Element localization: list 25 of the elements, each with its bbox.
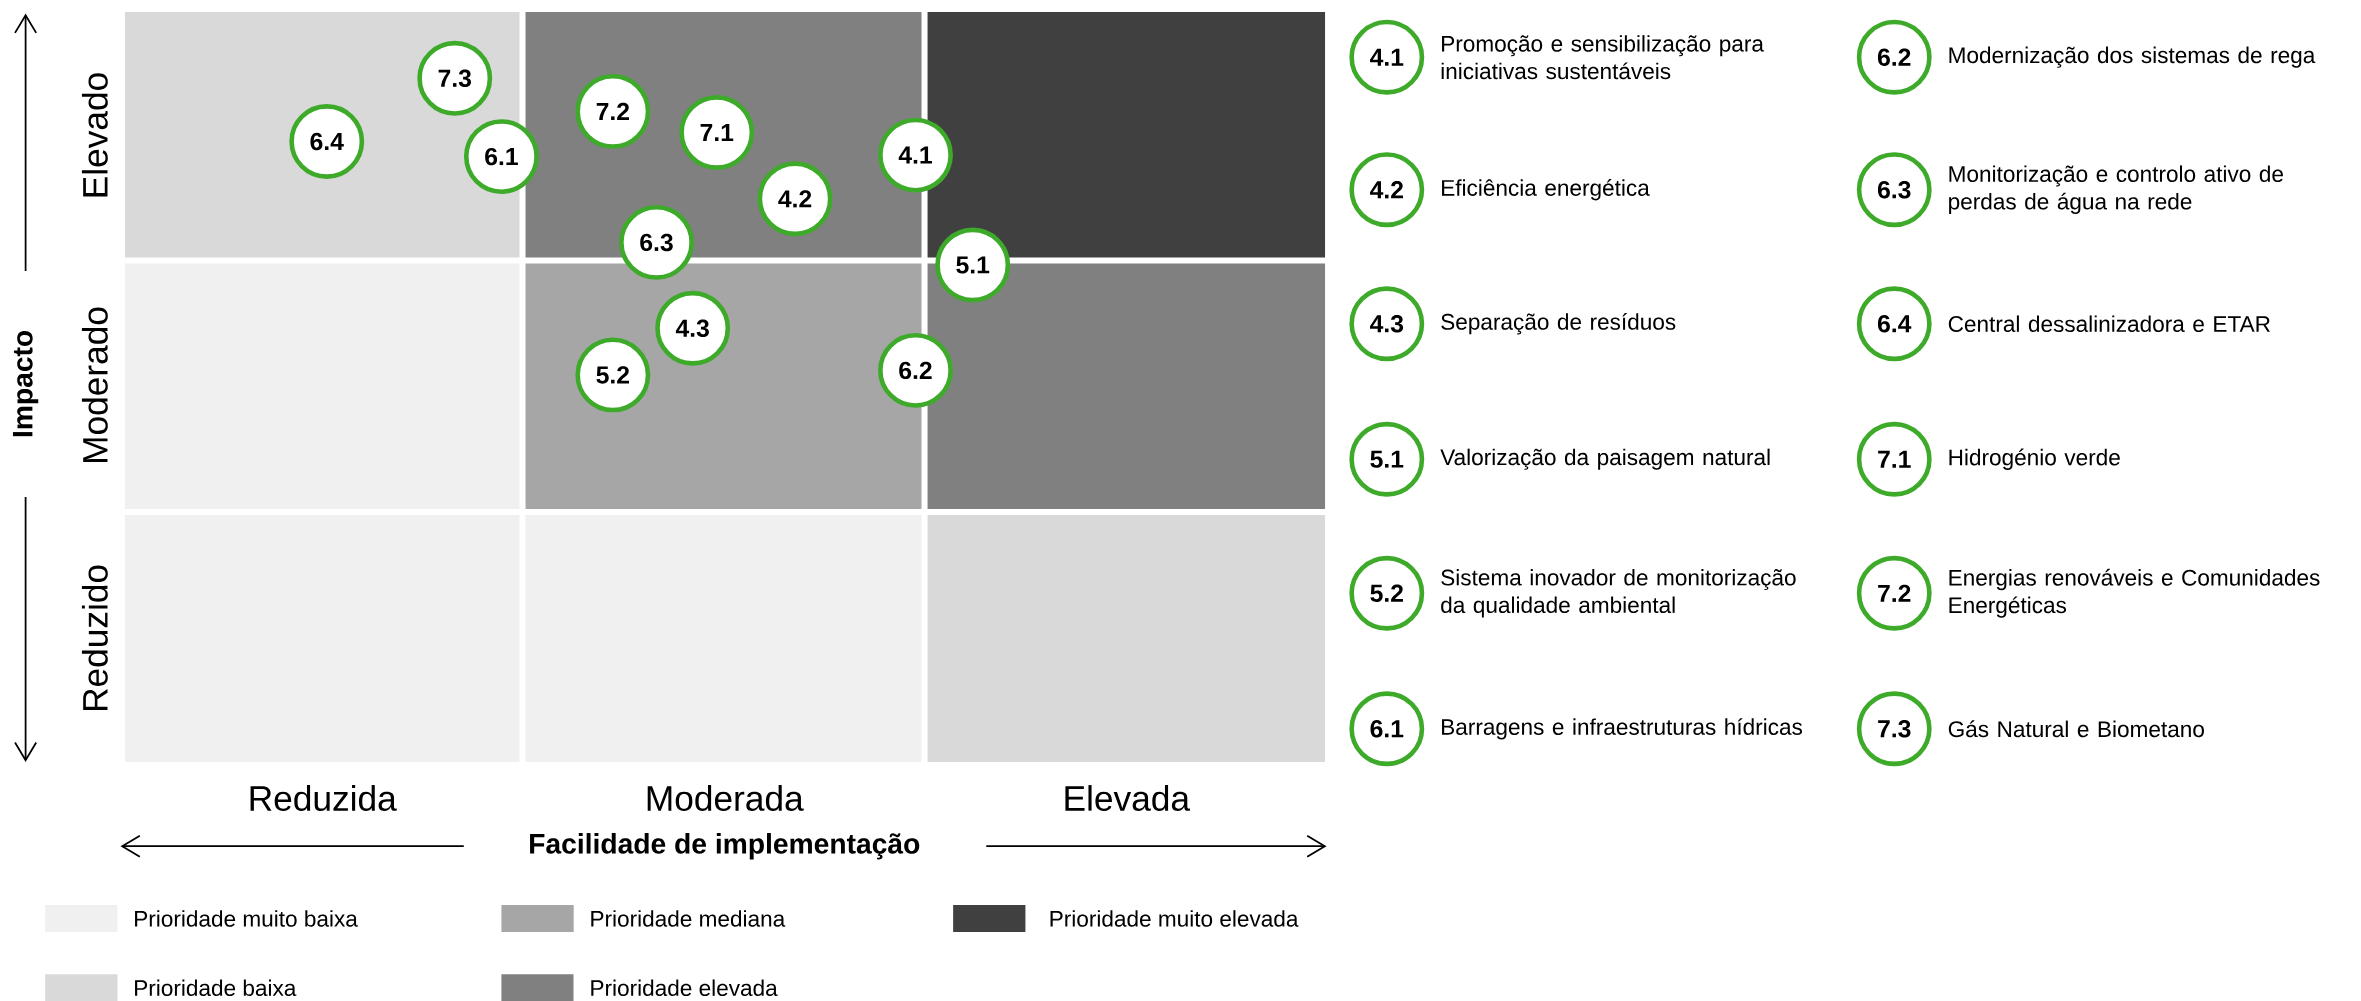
axis-tick-label: Reduzida	[250, 784, 397, 811]
description-text: Energias renováveis e Comunidades Energéticas	[1949, 568, 2320, 618]
axis-tick-label: Moderada	[647, 784, 804, 811]
axis-tick-label: Elevado	[81, 73, 108, 197]
legend-label: Prioridade muito elevada	[1050, 910, 1299, 927]
description-text: Valorização da paisagem natural	[1440, 448, 1770, 470]
legend-label: Prioridade baixa	[135, 979, 297, 996]
description-text: Gás Natural e Biometano	[1948, 720, 2204, 738]
description-text: Hidrogénio verde	[1949, 448, 2120, 470]
description-text: Sistema inovador de monitorização da qualidade ambiental	[1441, 568, 1796, 618]
axis-title: Impacto	[12, 330, 39, 437]
axis-tick-label: Elevada	[1065, 784, 1191, 811]
legend-label: Prioridade mediana	[591, 910, 786, 927]
description-text: Central dessalinizadora e ETAR	[1948, 315, 2270, 332]
description-text: Separação de resíduos	[1441, 312, 1676, 335]
description-text: Monitorização e controlo ativo de perdas de água na rede	[1949, 165, 2283, 214]
description-text: Barragens e infraestruturas hídricas	[1442, 718, 1802, 740]
axis-tick-label: Reduzido	[81, 565, 108, 710]
legend-label: Prioridade muito baixa	[135, 910, 358, 927]
axis-title: Facilidade de implementação	[530, 832, 920, 860]
axis-tick-label: Moderado	[81, 307, 108, 462]
description-text: Eficiência energética	[1442, 178, 1650, 201]
description-text: Modernização dos sistemas de rega	[1949, 46, 2316, 68]
legend-label: Prioridade elevada	[591, 979, 778, 996]
description-text: Promoção e sensibilização para iniciativas sustentáveis	[1441, 35, 1764, 80]
